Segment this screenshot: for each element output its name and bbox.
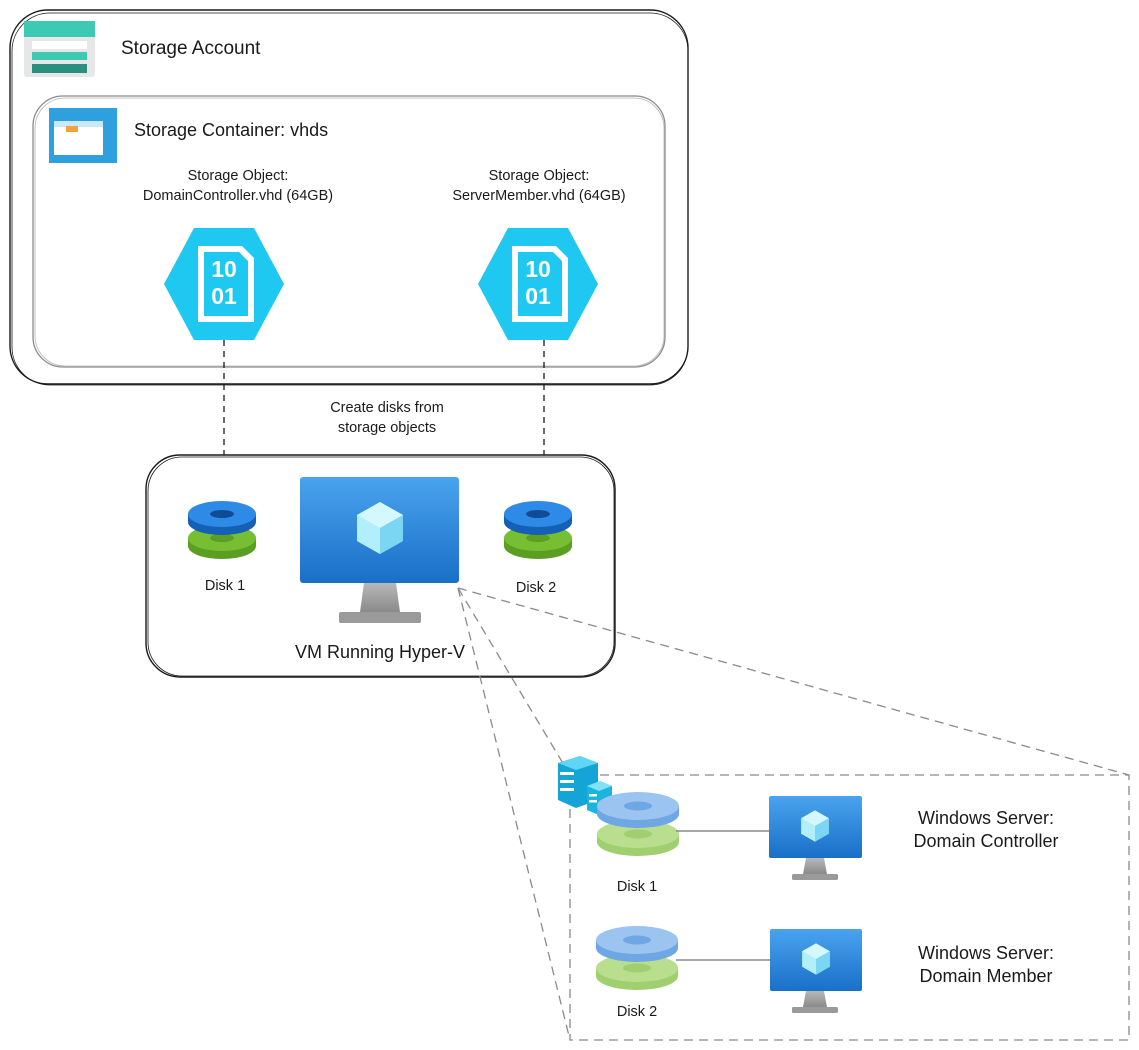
domain-member-label: Windows Server: Domain Member: [917, 943, 1055, 986]
storage-account-icon: [24, 21, 95, 77]
vm-disk-1-icon: [188, 501, 256, 559]
zoom-lines: [457, 587, 1130, 1041]
domain-member-monitor-icon: [770, 929, 862, 1013]
nested-disk-1-icon: [597, 792, 679, 856]
svg-text:01: 01: [525, 283, 551, 309]
hyperv-vm-title: VM Running Hyper-V: [294, 642, 466, 662]
storage-object-1-label: Storage Object: DomainController.vhd (64…: [142, 168, 334, 204]
nested-disk-1-label: Disk 1: [616, 879, 658, 895]
vm-disk-2-label: Disk 2: [515, 580, 557, 596]
svg-text:01: 01: [211, 283, 237, 309]
binary-file-icon-1: 10 01: [164, 228, 284, 340]
svg-text:10: 10: [525, 256, 551, 282]
nested-disk-2-icon: [596, 926, 678, 990]
domain-controller-label: Windows Server: Domain Controller: [913, 808, 1059, 851]
svg-text:10: 10: [211, 256, 237, 282]
hyperv-monitor-icon: [300, 477, 459, 623]
binary-file-icon-2: 10 01: [478, 228, 598, 340]
domain-controller-monitor-icon: [769, 796, 862, 880]
storage-container-icon: [49, 108, 117, 163]
vm-disk-2-icon: [504, 501, 572, 559]
nested-vm-group-box: [569, 774, 1130, 1041]
nested-disk-2-label: Disk 2: [616, 1004, 658, 1020]
connector-label: Create disks from storage objects: [330, 400, 444, 436]
vm-disk-1-label: Disk 1: [204, 578, 246, 594]
storage-account-title: Storage Account: [121, 38, 261, 59]
storage-container-title: Storage Container: vhds: [134, 120, 329, 140]
storage-object-2-label: Storage Object: ServerMember.vhd (64GB): [452, 168, 626, 204]
server-group-icon: [558, 756, 612, 815]
